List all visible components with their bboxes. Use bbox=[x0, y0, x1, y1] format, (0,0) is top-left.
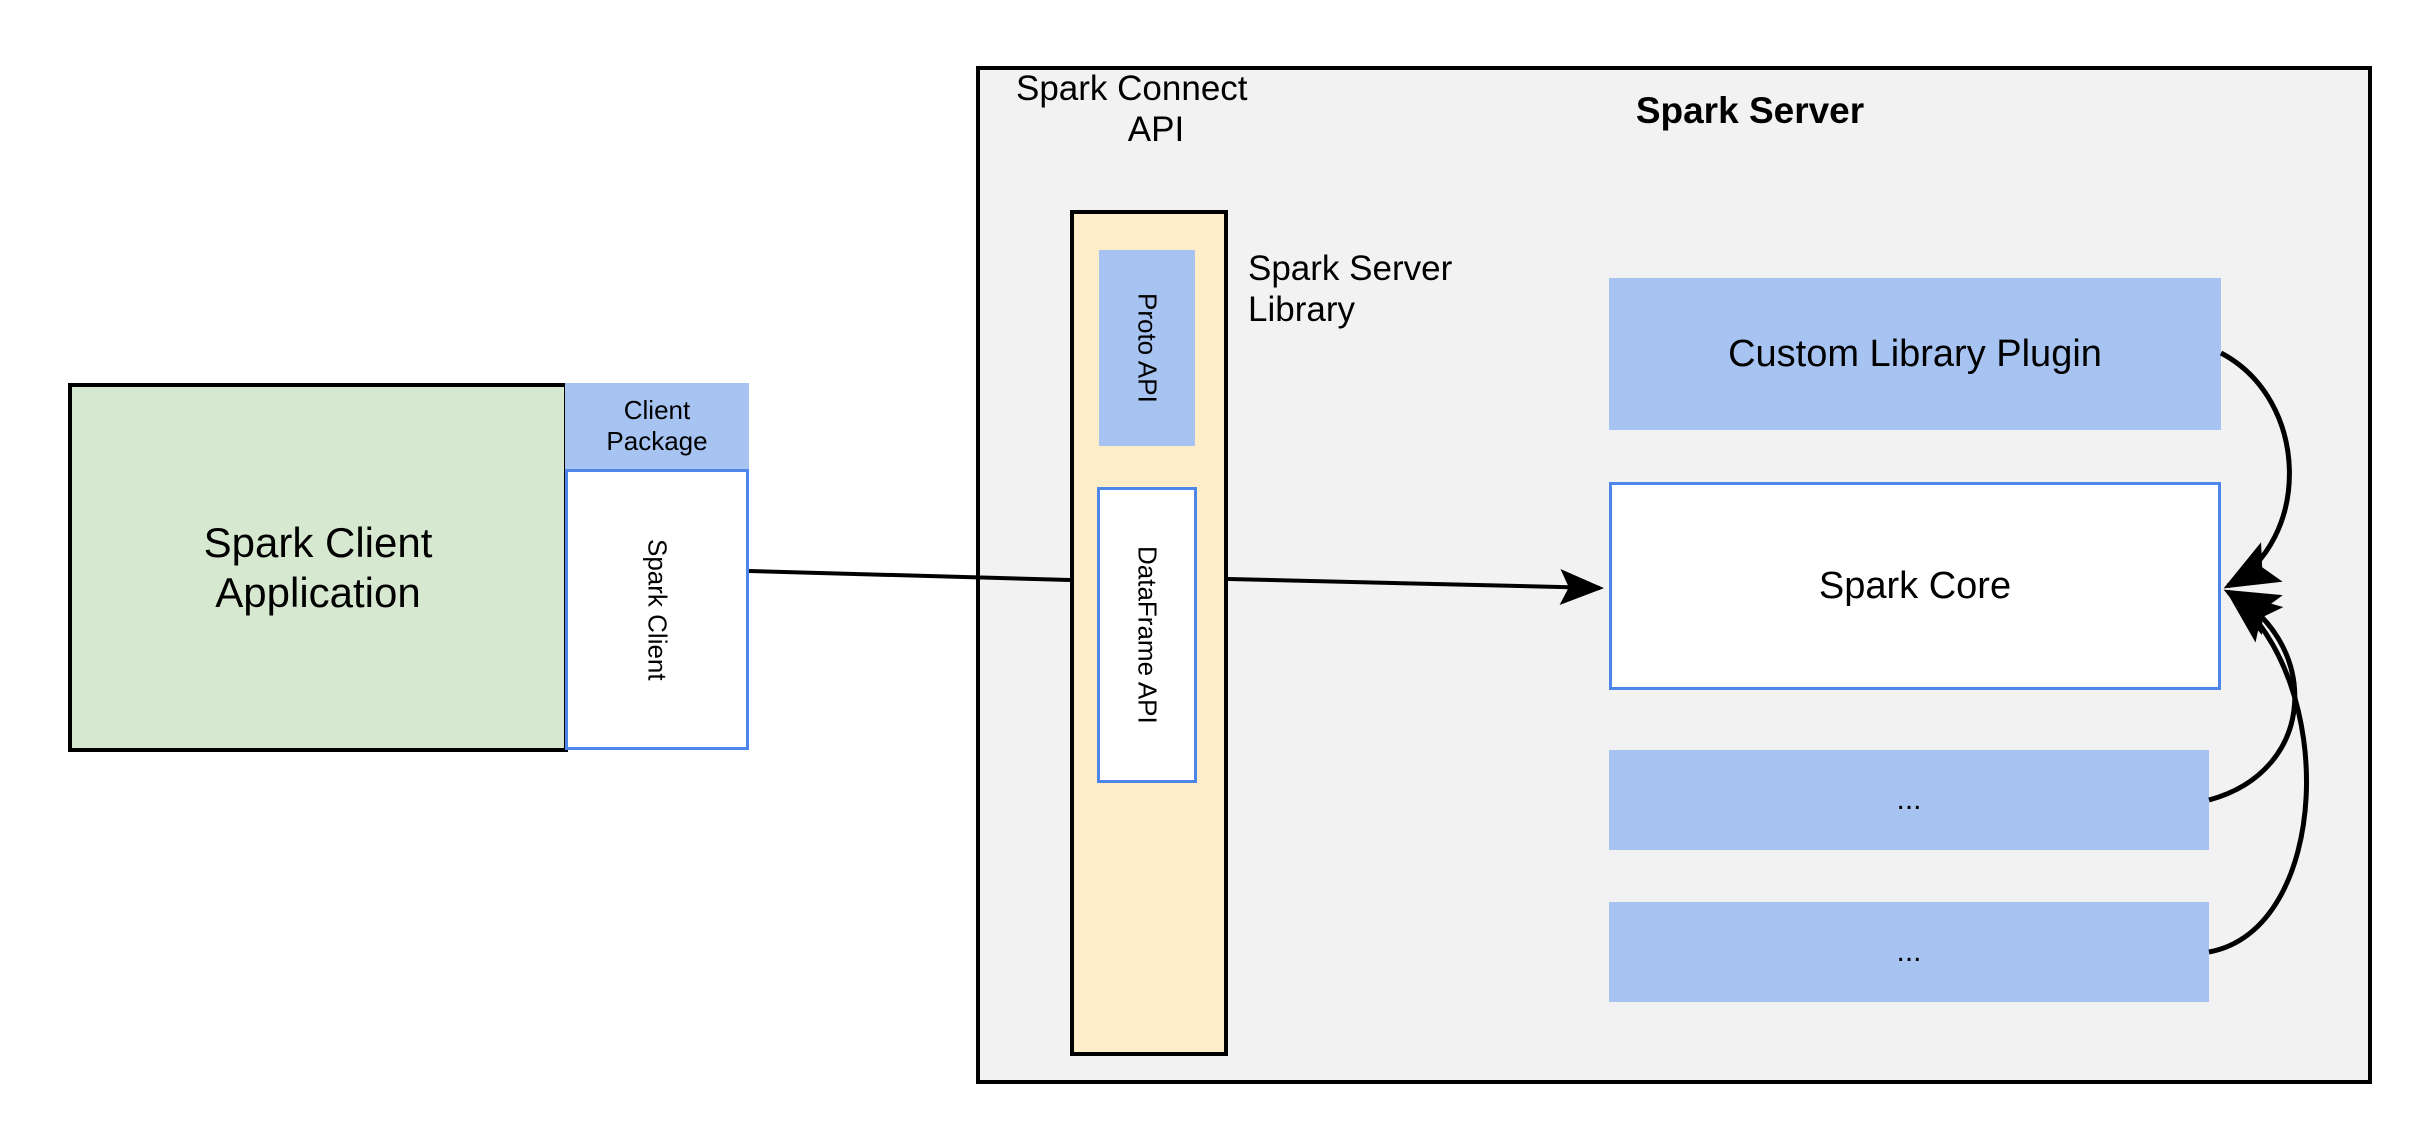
proto-api-label: Proto API bbox=[1132, 293, 1163, 403]
spark-client-block: Spark Client bbox=[565, 469, 749, 750]
custom-library-plugin-block: Custom Library Plugin bbox=[1609, 278, 2221, 430]
spark-server-library-label: Spark Server Library bbox=[1248, 248, 1548, 346]
spark-server-library-label-line2: Library bbox=[1248, 290, 1355, 330]
spark-server-title: Spark Server bbox=[1635, 90, 1865, 132]
spark-client-application-line1: Spark Client bbox=[203, 518, 433, 566]
spark-connect-api-label: Spark Connect API bbox=[1002, 68, 1302, 160]
dataframe-api-label: DataFrame API bbox=[1132, 546, 1163, 724]
spark-client-application-line2: Application bbox=[215, 568, 421, 616]
server-block-ellipsis-2: ... bbox=[1609, 902, 2209, 1002]
spark-server-library-label-line1: Spark Server bbox=[1248, 249, 1453, 288]
spark-client-application-block: Spark Client Application bbox=[68, 383, 568, 752]
spark-core-block: Spark Core bbox=[1609, 482, 2221, 690]
client-package-line1: Client bbox=[623, 395, 691, 426]
proto-api-block: Proto API bbox=[1099, 250, 1195, 446]
spark-connect-api-label-line1: Spark Connect bbox=[1016, 69, 1248, 108]
dataframe-api-block: DataFrame API bbox=[1097, 487, 1197, 783]
spark-connect-api-label-line2: API bbox=[1127, 110, 1185, 150]
client-package-block: Client Package bbox=[565, 383, 749, 469]
spark-client-label: Spark Client bbox=[642, 538, 673, 681]
client-package-line2: Package bbox=[606, 426, 708, 456]
server-block-ellipsis-1: ... bbox=[1609, 750, 2209, 850]
